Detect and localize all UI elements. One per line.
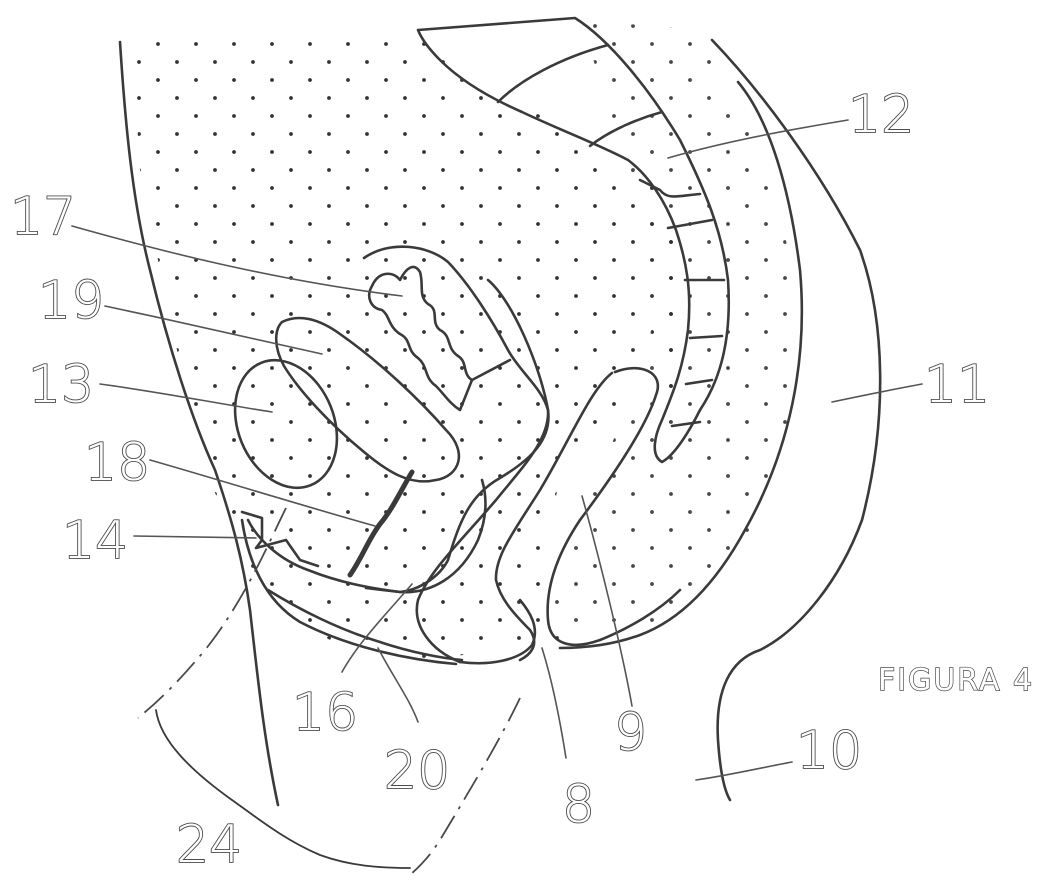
rectum <box>546 366 682 647</box>
projection-line-left <box>137 507 287 719</box>
vaginal-wall-anterior <box>415 278 550 664</box>
posterior-outer-contour <box>710 38 882 802</box>
figure-caption: FIGURA 4 <box>878 663 1034 698</box>
bladder <box>274 316 461 483</box>
label-17: 17 <box>10 187 76 247</box>
label-10: 10 <box>796 721 862 781</box>
device-body <box>246 478 487 594</box>
abdominal-cavity-stipple <box>132 20 800 660</box>
label-24: 24 <box>176 815 242 875</box>
label-11: 11 <box>924 355 990 415</box>
projection-line-right <box>409 697 521 876</box>
leader-lines <box>71 119 923 781</box>
rectum-inner-line <box>494 371 614 662</box>
uterus-outline <box>362 245 550 594</box>
endometrium <box>368 265 512 412</box>
label-8: 8 <box>562 775 595 835</box>
sacrum-vertebrae <box>416 16 731 464</box>
anterior-body-contour <box>118 40 280 807</box>
stepped-edge <box>240 510 320 568</box>
vaginal-wall-posterior <box>458 598 537 665</box>
pubic-bone <box>233 358 339 490</box>
perineum-inner-contour <box>266 588 464 662</box>
posterior-inner-contour <box>558 80 804 650</box>
label-12: 12 <box>848 85 914 145</box>
bracket-24 <box>155 709 411 869</box>
label-16: 16 <box>292 683 358 743</box>
label-14: 14 <box>62 511 128 571</box>
label-13: 13 <box>28 355 94 415</box>
device-line <box>347 469 415 578</box>
label-group: 17 19 13 18 14 16 20 8 9 10 11 12 24 FIG… <box>9 84 1034 876</box>
label-20: 20 <box>384 741 450 801</box>
label-18: 18 <box>84 433 150 493</box>
label-19: 19 <box>38 271 104 331</box>
perineum-contour <box>240 518 458 666</box>
label-9: 9 <box>614 703 647 763</box>
